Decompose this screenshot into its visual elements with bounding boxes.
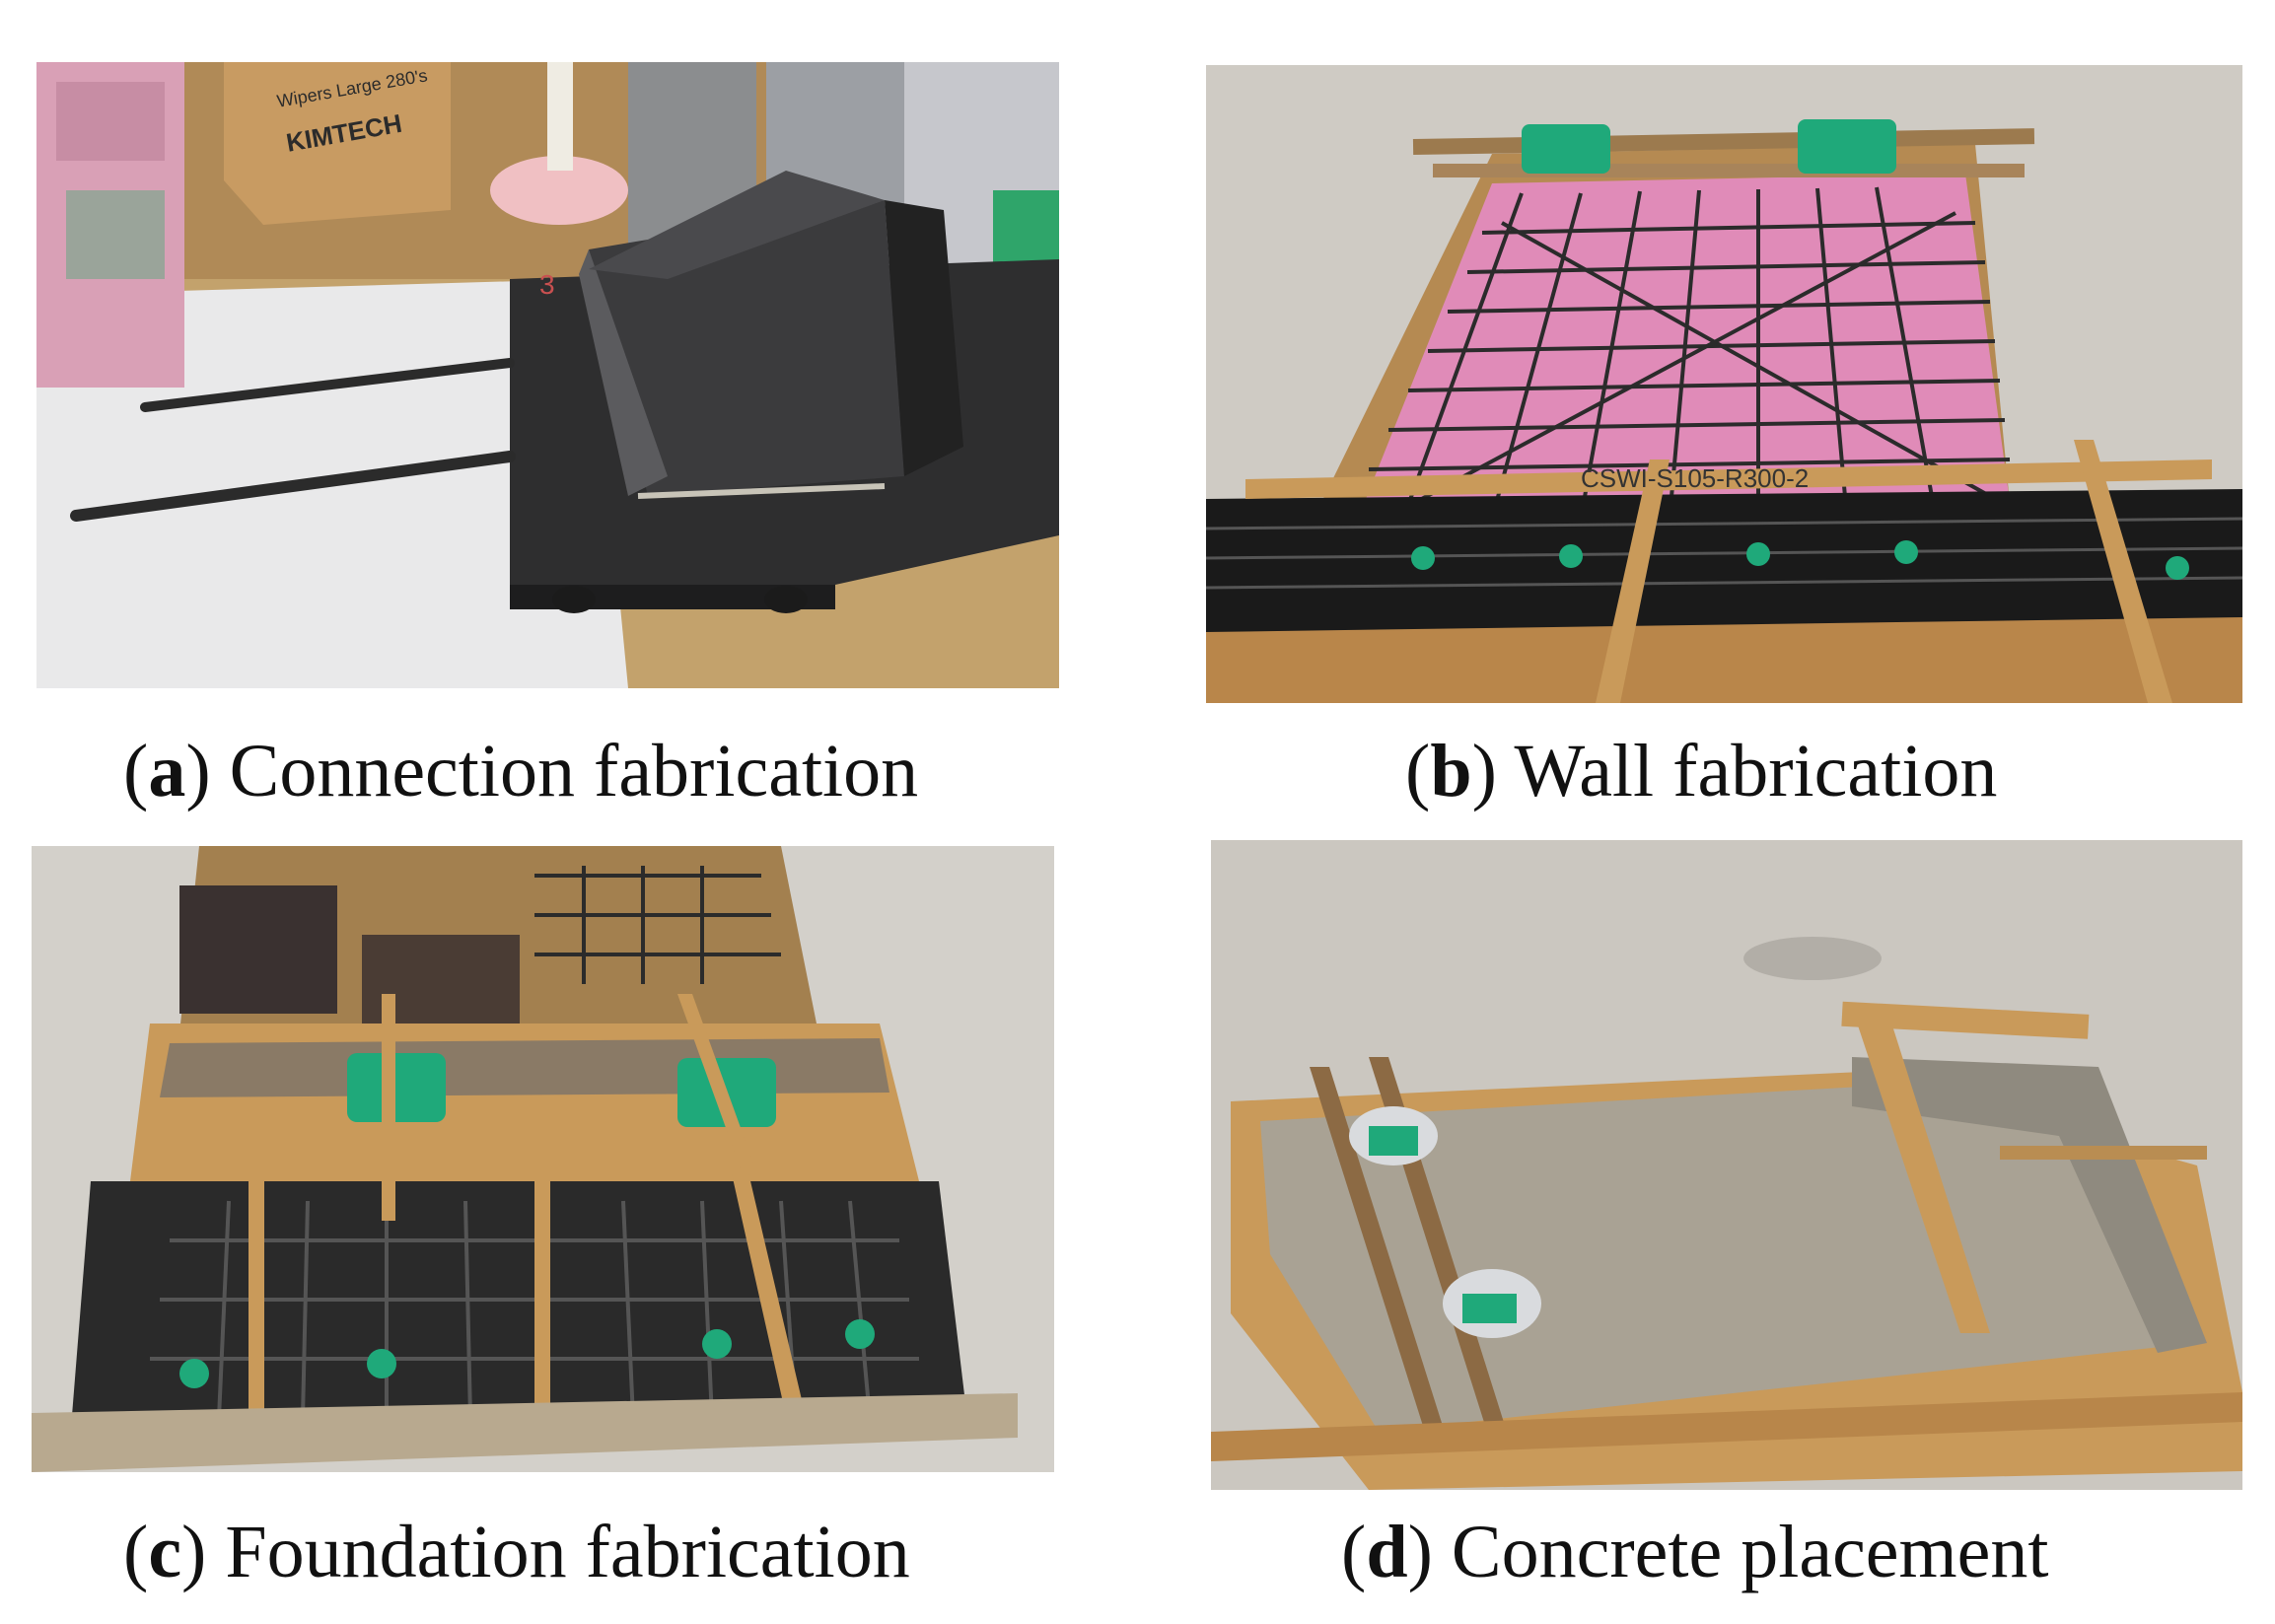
photo-foundation-fabrication — [32, 846, 1054, 1472]
photo-concrete-placement — [1211, 840, 2242, 1490]
caption-b-open: ( — [1405, 730, 1431, 812]
caption-b-letter: b — [1430, 730, 1472, 812]
caption-c-close: ) — [181, 1511, 207, 1593]
caption-a-open: ( — [123, 730, 149, 812]
caption-c-open: ( — [123, 1511, 149, 1593]
photo-wall-fabrication: CSWI-S105-R300-2 — [1206, 65, 2242, 703]
caption-a-close: ) — [185, 730, 211, 812]
caption-d: (d) Concrete placement — [1341, 1515, 2049, 1589]
caption-d-title: Concrete placement — [1451, 1511, 2049, 1593]
caption-a-letter: a — [148, 730, 186, 812]
caption-d-close: ) — [1407, 1511, 1433, 1593]
plate-mark-text: 3 — [539, 269, 555, 300]
wall-mark-text: CSWI-S105-R300-2 — [1581, 463, 1809, 493]
caption-a-title: Connection fabrication — [229, 730, 919, 812]
photo-connection-fabrication: KIMTECH Wipers Large 280's 3 — [36, 62, 1059, 688]
caption-d-letter: d — [1366, 1511, 1408, 1593]
caption-c: (c) Foundation fabrication — [123, 1515, 910, 1589]
caption-d-open: ( — [1341, 1511, 1367, 1593]
caption-b-close: ) — [1471, 730, 1497, 812]
caption-b-title: Wall fabrication — [1514, 730, 1998, 812]
caption-b: (b) Wall fabrication — [1405, 734, 1997, 809]
caption-a: (a) Connection fabrication — [123, 734, 918, 809]
caption-c-title: Foundation fabrication — [225, 1511, 910, 1593]
caption-c-letter: c — [148, 1511, 182, 1593]
